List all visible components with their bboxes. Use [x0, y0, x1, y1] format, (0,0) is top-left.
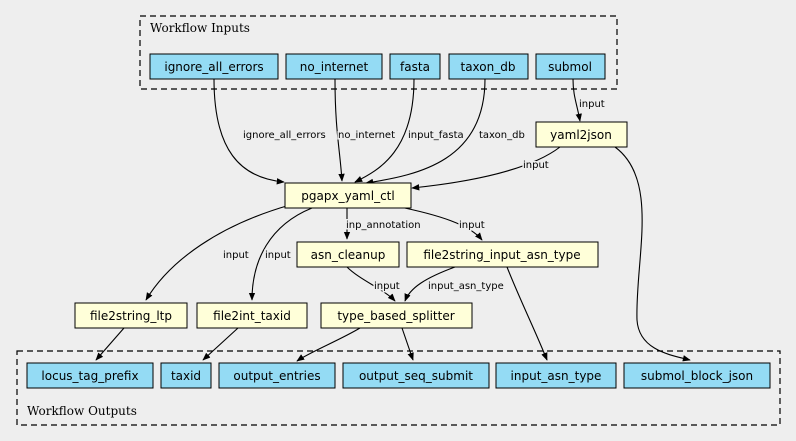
node-file2int-taxid[interactable]: file2int_taxid: [196, 302, 308, 329]
node-output-entries[interactable]: output_entries: [218, 362, 336, 389]
edge-file2string-input-asn-type-to-type-based-splitter: input_asn_type: [404, 266, 505, 302]
edge-label: input: [223, 250, 249, 261]
edge-file2int-taxid-to-taxid: [202, 327, 239, 361]
node-label: file2int_taxid: [213, 309, 291, 323]
node-fasta[interactable]: fasta: [389, 53, 441, 80]
node-label: locus_tag_prefix: [41, 369, 138, 383]
node-label: output_entries: [233, 369, 320, 383]
edge-label: input_fasta: [408, 130, 464, 141]
node-file2string-ltp[interactable]: file2string_ltp: [74, 302, 188, 329]
node-pgapx-yaml-ctl[interactable]: pgapx_yaml_ctl: [284, 182, 412, 209]
node-label: fasta: [400, 60, 430, 74]
edge-label: input: [523, 160, 549, 171]
node-submol[interactable]: submol: [535, 53, 606, 80]
node-taxon-db[interactable]: taxon_db: [448, 53, 529, 80]
edge-file2string-ltp-to-locus-tag-prefix: [95, 327, 125, 361]
edge-type-based-splitter-to-output-seq-submit: [401, 327, 414, 361]
node-label: yaml2json: [550, 128, 612, 142]
node-output-seq-submit[interactable]: output_seq_submit: [342, 362, 490, 389]
node-label: file2string_ltp: [90, 309, 172, 323]
edge-label: input: [579, 99, 605, 110]
edge-label: input_asn_type: [428, 281, 504, 292]
node-label: asn_cleanup: [311, 248, 386, 262]
edge-ignore-all-errors-to-pgapx: ignore_all_errors: [213, 78, 327, 185]
node-file2string-input-asn-type[interactable]: file2string_input_asn_type: [406, 241, 599, 268]
edge-label: no_internet: [338, 130, 395, 141]
node-label: no_internet: [300, 60, 369, 74]
node-submol-block-json[interactable]: submol_block_json: [623, 362, 771, 389]
cluster-outputs-border: [16, 350, 781, 426]
edge-type-based-splitter-to-output-entries: [296, 327, 361, 362]
node-no-internet[interactable]: no_internet: [285, 53, 383, 80]
edge-taxon-db-to-pgapx: taxon_db: [365, 78, 526, 186]
node-ignore-all-errors[interactable]: ignore_all_errors: [149, 53, 279, 80]
node-label: ignore_all_errors: [164, 60, 263, 74]
node-taxid[interactable]: taxid: [160, 362, 212, 389]
edge-pgapx-to-file2string-input-asn-type: input: [394, 205, 486, 241]
node-label: taxon_db: [461, 60, 516, 74]
node-yaml2json[interactable]: yaml2json: [535, 121, 628, 148]
node-label: input_asn_type: [511, 369, 602, 383]
edge-pgapx-to-file2int-taxid: input: [248, 207, 313, 301]
edge-label: ignore_all_errors: [243, 130, 326, 141]
node-label: pgapx_yaml_ctl: [301, 189, 394, 203]
edge-fasta-to-pgapx: input_fasta: [354, 78, 465, 183]
node-input-asn-type[interactable]: input_asn_type: [495, 362, 617, 389]
cluster-workflow-outputs: Workflow Outputs: [16, 350, 781, 426]
edge-yaml2json-to-submol-block-json: [614, 146, 691, 362]
edge-pgapx-to-asn-cleanup: inp_annotation: [343, 208, 422, 240]
node-asn-cleanup[interactable]: asn_cleanup: [296, 241, 400, 268]
edge-asn-cleanup-to-type-based-splitter: input: [346, 266, 401, 302]
node-locus-tag-prefix[interactable]: locus_tag_prefix: [26, 362, 154, 389]
node-type-based-splitter[interactable]: type_based_splitter: [320, 302, 473, 329]
edge-submol-to-yaml2json: input: [572, 78, 606, 122]
cluster-inputs-label: Workflow Inputs: [150, 21, 250, 35]
edge-label: input: [374, 281, 400, 292]
node-label: taxid: [171, 369, 201, 383]
edge-label: taxon_db: [479, 130, 525, 141]
cluster-workflow-inputs: Workflow Inputs: [139, 15, 618, 90]
node-label: file2string_input_asn_type: [423, 248, 580, 262]
edge-yaml2json-to-pgapx: input: [411, 146, 561, 191]
edge-pgapx-to-file2string-ltp: input: [145, 204, 291, 301]
edge-file2string-input-asn-type-to-input-asn-type: [506, 266, 548, 361]
cluster-outputs-label: Workflow Outputs: [27, 404, 137, 418]
edge-label: input: [265, 250, 291, 261]
edge-label: inp_annotation: [346, 220, 421, 231]
edge-no-internet-to-pgapx: no_internet: [334, 78, 397, 182]
node-label: submol: [548, 60, 592, 74]
node-label: submol_block_json: [641, 369, 753, 383]
node-label: output_seq_submit: [359, 369, 473, 383]
cluster-inputs-border: [139, 15, 618, 90]
edge-label: input: [459, 220, 485, 231]
node-label: type_based_splitter: [337, 309, 454, 323]
